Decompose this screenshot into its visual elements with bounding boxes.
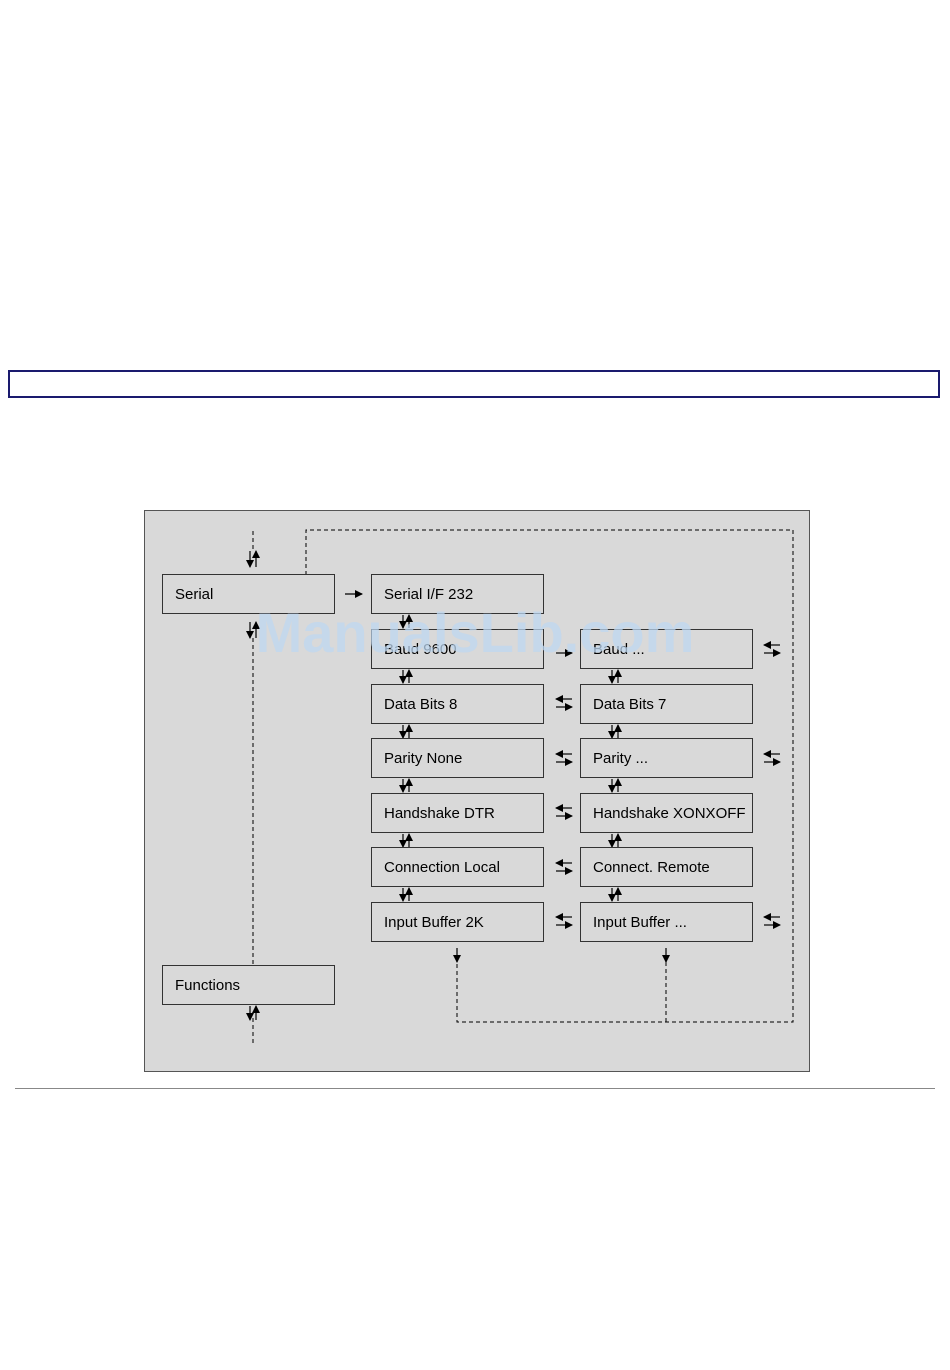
menu-serial[interactable]: Serial bbox=[162, 574, 335, 614]
setting-baud[interactable]: Baud 9600 bbox=[371, 629, 544, 669]
setting-input-buffer[interactable]: Input Buffer 2K bbox=[371, 902, 544, 942]
setting-connection[interactable]: Connection Local bbox=[371, 847, 544, 887]
footer-divider bbox=[15, 1088, 935, 1089]
setting-parity[interactable]: Parity None bbox=[371, 738, 544, 778]
option-parity[interactable]: Parity ... bbox=[580, 738, 753, 778]
setting-serial-if[interactable]: Serial I/F 232 bbox=[371, 574, 544, 614]
option-connection[interactable]: Connect. Remote bbox=[580, 847, 753, 887]
setting-data-bits[interactable]: Data Bits 8 bbox=[371, 684, 544, 724]
option-handshake[interactable]: Handshake XONXOFF bbox=[580, 793, 753, 833]
option-input-buffer[interactable]: Input Buffer ... bbox=[580, 902, 753, 942]
option-data-bits[interactable]: Data Bits 7 bbox=[580, 684, 753, 724]
setting-handshake[interactable]: Handshake DTR bbox=[371, 793, 544, 833]
option-baud[interactable]: Baud ... bbox=[580, 629, 753, 669]
menu-functions[interactable]: Functions bbox=[162, 965, 335, 1005]
